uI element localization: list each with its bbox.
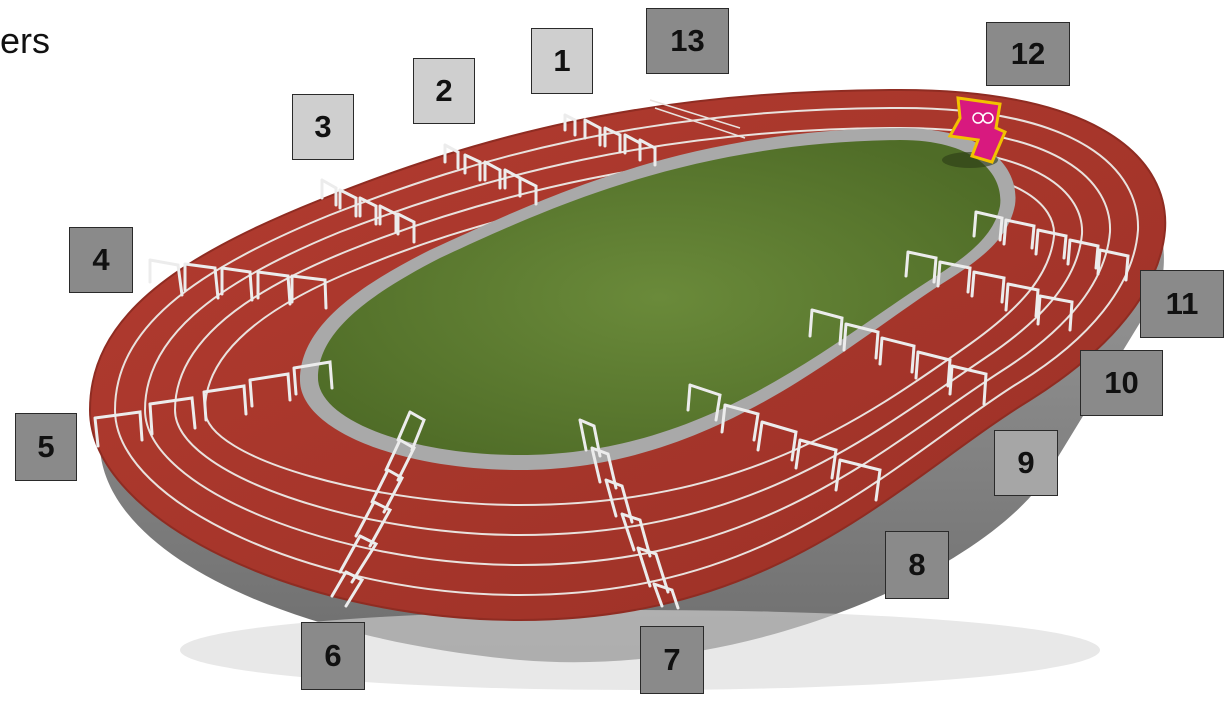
marker-11: 11	[1140, 270, 1224, 338]
marker-2: 2	[413, 58, 475, 124]
marker-6: 6	[301, 622, 365, 690]
marker-3: 3	[292, 94, 354, 160]
marker-10: 10	[1080, 350, 1163, 416]
marker-13: 13	[646, 8, 729, 74]
marker-1: 1	[531, 28, 593, 94]
marker-8: 8	[885, 531, 949, 599]
marker-4: 4	[69, 227, 133, 293]
marker-12: 12	[986, 22, 1070, 86]
marker-5: 5	[15, 413, 77, 481]
marker-9: 9	[994, 430, 1058, 496]
partial-title-text: ers	[0, 20, 50, 62]
marker-7: 7	[640, 626, 704, 694]
